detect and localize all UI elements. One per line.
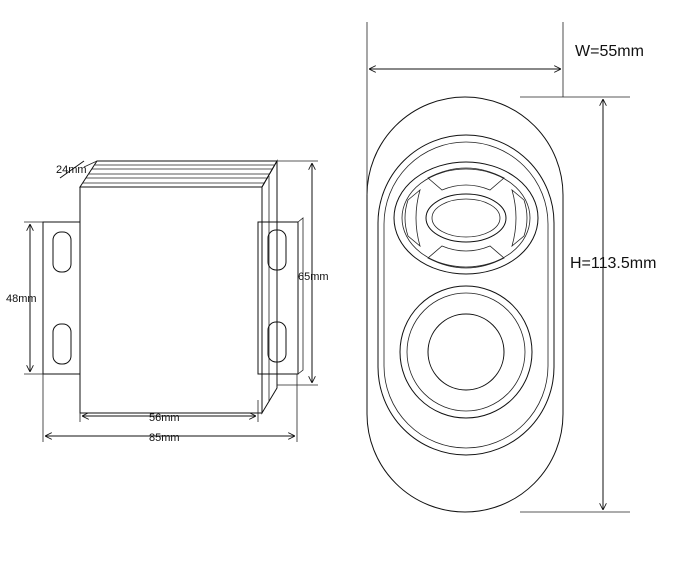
total-height-label: 65mm [298,271,329,283]
controller-box-drawing: 24mm 48mm 65mm 56mm 85mm [6,159,329,444]
box-side-face [261,159,278,415]
dpad-center-button [425,193,507,243]
flange-height-label: 48mm [6,293,37,305]
remote-width-label: W=55mm [575,43,644,60]
depth-label: 24mm [56,164,87,176]
box-front-face [79,186,263,414]
dpad [393,161,539,275]
body-width-dimension: 56mm [79,400,259,424]
remote-width-dimension: W=55mm [366,22,644,195]
total-width-dimension: 85mm [42,374,298,444]
remote-inner-panel [377,134,555,456]
total-width-label: 85mm [149,432,180,444]
remote-height-dimension: H=113.5mm [520,96,656,513]
remote-height-label: H=113.5mm [570,255,656,272]
dpad-right-button [511,188,528,248]
flange-height-dimension: 48mm [6,221,43,375]
depth-dimension: 24mm [56,160,98,179]
dpad-down-button [427,245,505,269]
dpad-left-button [404,188,421,248]
dpad-up-button [427,167,505,191]
body-width-label: 56mm [149,412,180,424]
remote-control-drawing: W=55mm H=113.5mm [366,22,656,513]
box-top-face [79,160,278,188]
right-mounting-flange [257,217,304,375]
remote-outer-shell [366,96,564,513]
left-mounting-flange [42,221,81,375]
round-button [399,285,533,419]
total-height-dimension: 65mm [277,160,329,386]
